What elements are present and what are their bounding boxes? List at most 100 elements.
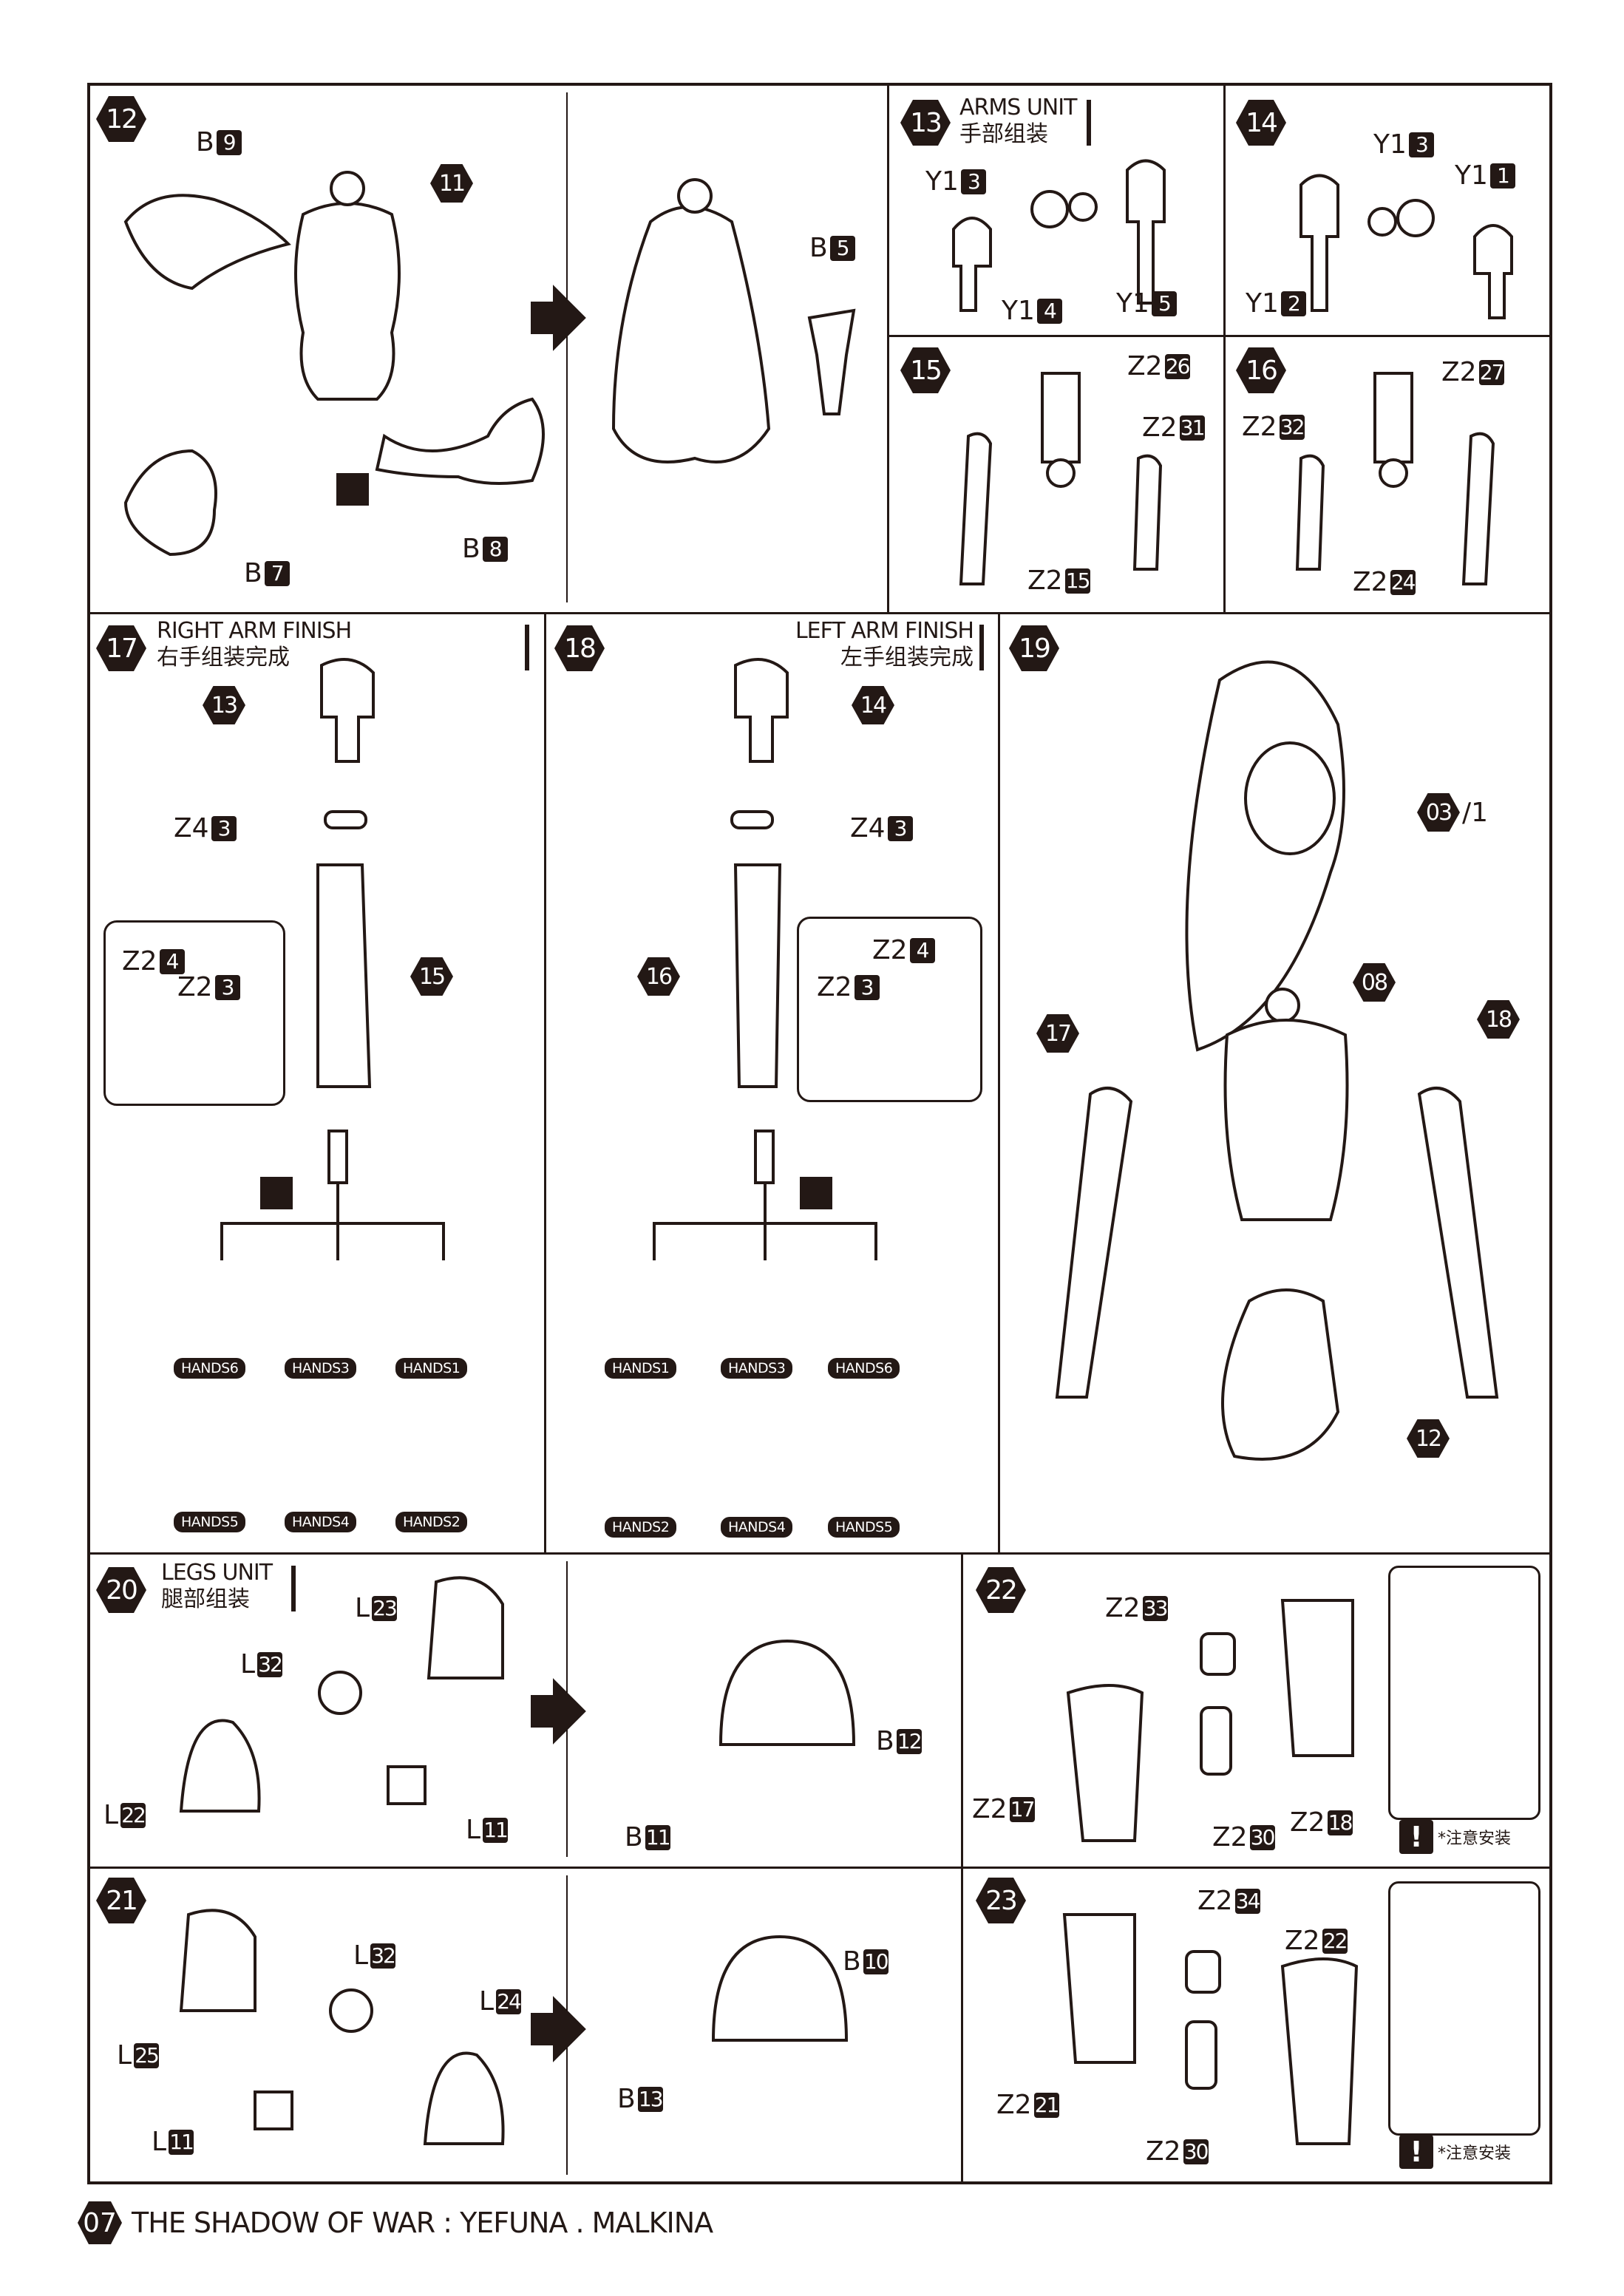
quantity-suffix: /1	[1462, 797, 1489, 828]
divider	[87, 1867, 1552, 1869]
part-number: 21	[1033, 2092, 1059, 2118]
part-number: 22	[1322, 1928, 1348, 1954]
step-reference-badge: 12	[1407, 1419, 1450, 1458]
big-arrow	[531, 1996, 586, 2062]
step-reference: 17	[1036, 1014, 1079, 1053]
ball-joint	[329, 1988, 373, 2033]
step-reference: 14	[852, 686, 894, 724]
forearm-right-half	[1132, 454, 1163, 571]
step-reference-badge: 17	[1036, 1014, 1079, 1053]
runner-code: B	[617, 2084, 636, 2114]
detail-inset	[1388, 1566, 1540, 1820]
step-reference: 11	[430, 164, 473, 203]
exclamation-icon: !	[1399, 1820, 1433, 1854]
part-number: 27	[1478, 359, 1504, 385]
part-number: 4	[1036, 298, 1062, 324]
divider	[887, 83, 889, 612]
part-number: 32	[370, 1943, 396, 1969]
part-number: 34	[1234, 1888, 1260, 1914]
step-reference-badge: 14	[852, 686, 894, 724]
upper-arm	[1041, 372, 1081, 463]
divider	[87, 612, 1552, 614]
step-reference: 16	[637, 957, 680, 996]
runner-code: Z2	[1142, 412, 1178, 443]
shin-front	[1066, 1684, 1144, 1842]
washer	[730, 810, 774, 829]
runner-code: Z2	[1242, 412, 1277, 442]
runner-code: Y1	[1373, 129, 1407, 160]
runner-code: Z2	[872, 935, 908, 965]
washer	[324, 810, 367, 829]
runner-code: L	[355, 1593, 370, 1623]
shoulder	[320, 658, 375, 763]
instruction-frame	[87, 83, 1552, 2184]
title-en: RIGHT ARM FINISH	[157, 618, 352, 644]
title-bar	[525, 625, 529, 670]
hand-part-label: HANDS1	[605, 1358, 677, 1379]
hair	[1185, 660, 1345, 1052]
part-number: 25	[134, 2042, 160, 2068]
part-number: 22	[120, 1802, 146, 1828]
divider	[566, 92, 568, 602]
assembled-body	[611, 206, 771, 463]
part-number: 3	[211, 815, 237, 841]
step-reference: 15	[410, 957, 453, 996]
step14-art	[1299, 174, 1513, 319]
part-y1-1	[1473, 224, 1513, 319]
title-bar	[1087, 100, 1091, 146]
runner-code: Z2	[1441, 357, 1477, 387]
step-reference: 03/1	[1417, 793, 1488, 832]
skirt-part-b8	[375, 397, 545, 485]
pin-z2-34	[1185, 1950, 1221, 1994]
skirt-part-b7	[123, 449, 217, 557]
runner-code: L	[103, 1800, 119, 1830]
page-number: 07	[78, 2201, 122, 2244]
hand-part-label: HANDS6	[828, 1358, 900, 1379]
pin-z2-33	[1200, 1632, 1236, 1676]
title-cn: 手部组装	[959, 121, 1048, 147]
upper-torso	[1223, 1019, 1349, 1221]
part-number: 5	[1151, 291, 1177, 316]
step-reference-badge: 18	[1477, 1000, 1520, 1039]
part-number: 3	[960, 169, 986, 194]
hand-part-label: HANDS2	[605, 1517, 677, 1538]
runner-code: Z2	[122, 946, 157, 977]
page-title: THE SHADOW OF WAR : YEFUNA . MALKINA	[132, 2207, 713, 2239]
hand-part-label: HANDS4	[721, 1517, 793, 1538]
cube-part	[254, 2090, 293, 2130]
part-number: 32	[257, 1651, 283, 1677]
runner-code: Y1	[1246, 288, 1279, 319]
title-cn: 右手组装完成	[157, 645, 290, 670]
knee-back	[179, 1909, 256, 2012]
runner-code: Z2	[177, 972, 213, 1002]
runner-code: B	[244, 558, 262, 588]
part-number: 4	[909, 937, 935, 963]
runner-code: Z2	[1197, 1886, 1233, 1916]
runner-code: Z4	[174, 813, 209, 843]
shin-back	[1280, 1599, 1354, 1757]
bracket-line	[220, 1183, 445, 1260]
part-y1-2	[1299, 174, 1339, 312]
bracket-line	[653, 1183, 877, 1260]
knee-assembled	[711, 1935, 849, 2042]
hand-part-label: HANDS4	[285, 1512, 357, 1532]
runner-code: Z2	[972, 1794, 1008, 1824]
knee-back	[427, 1576, 504, 1679]
